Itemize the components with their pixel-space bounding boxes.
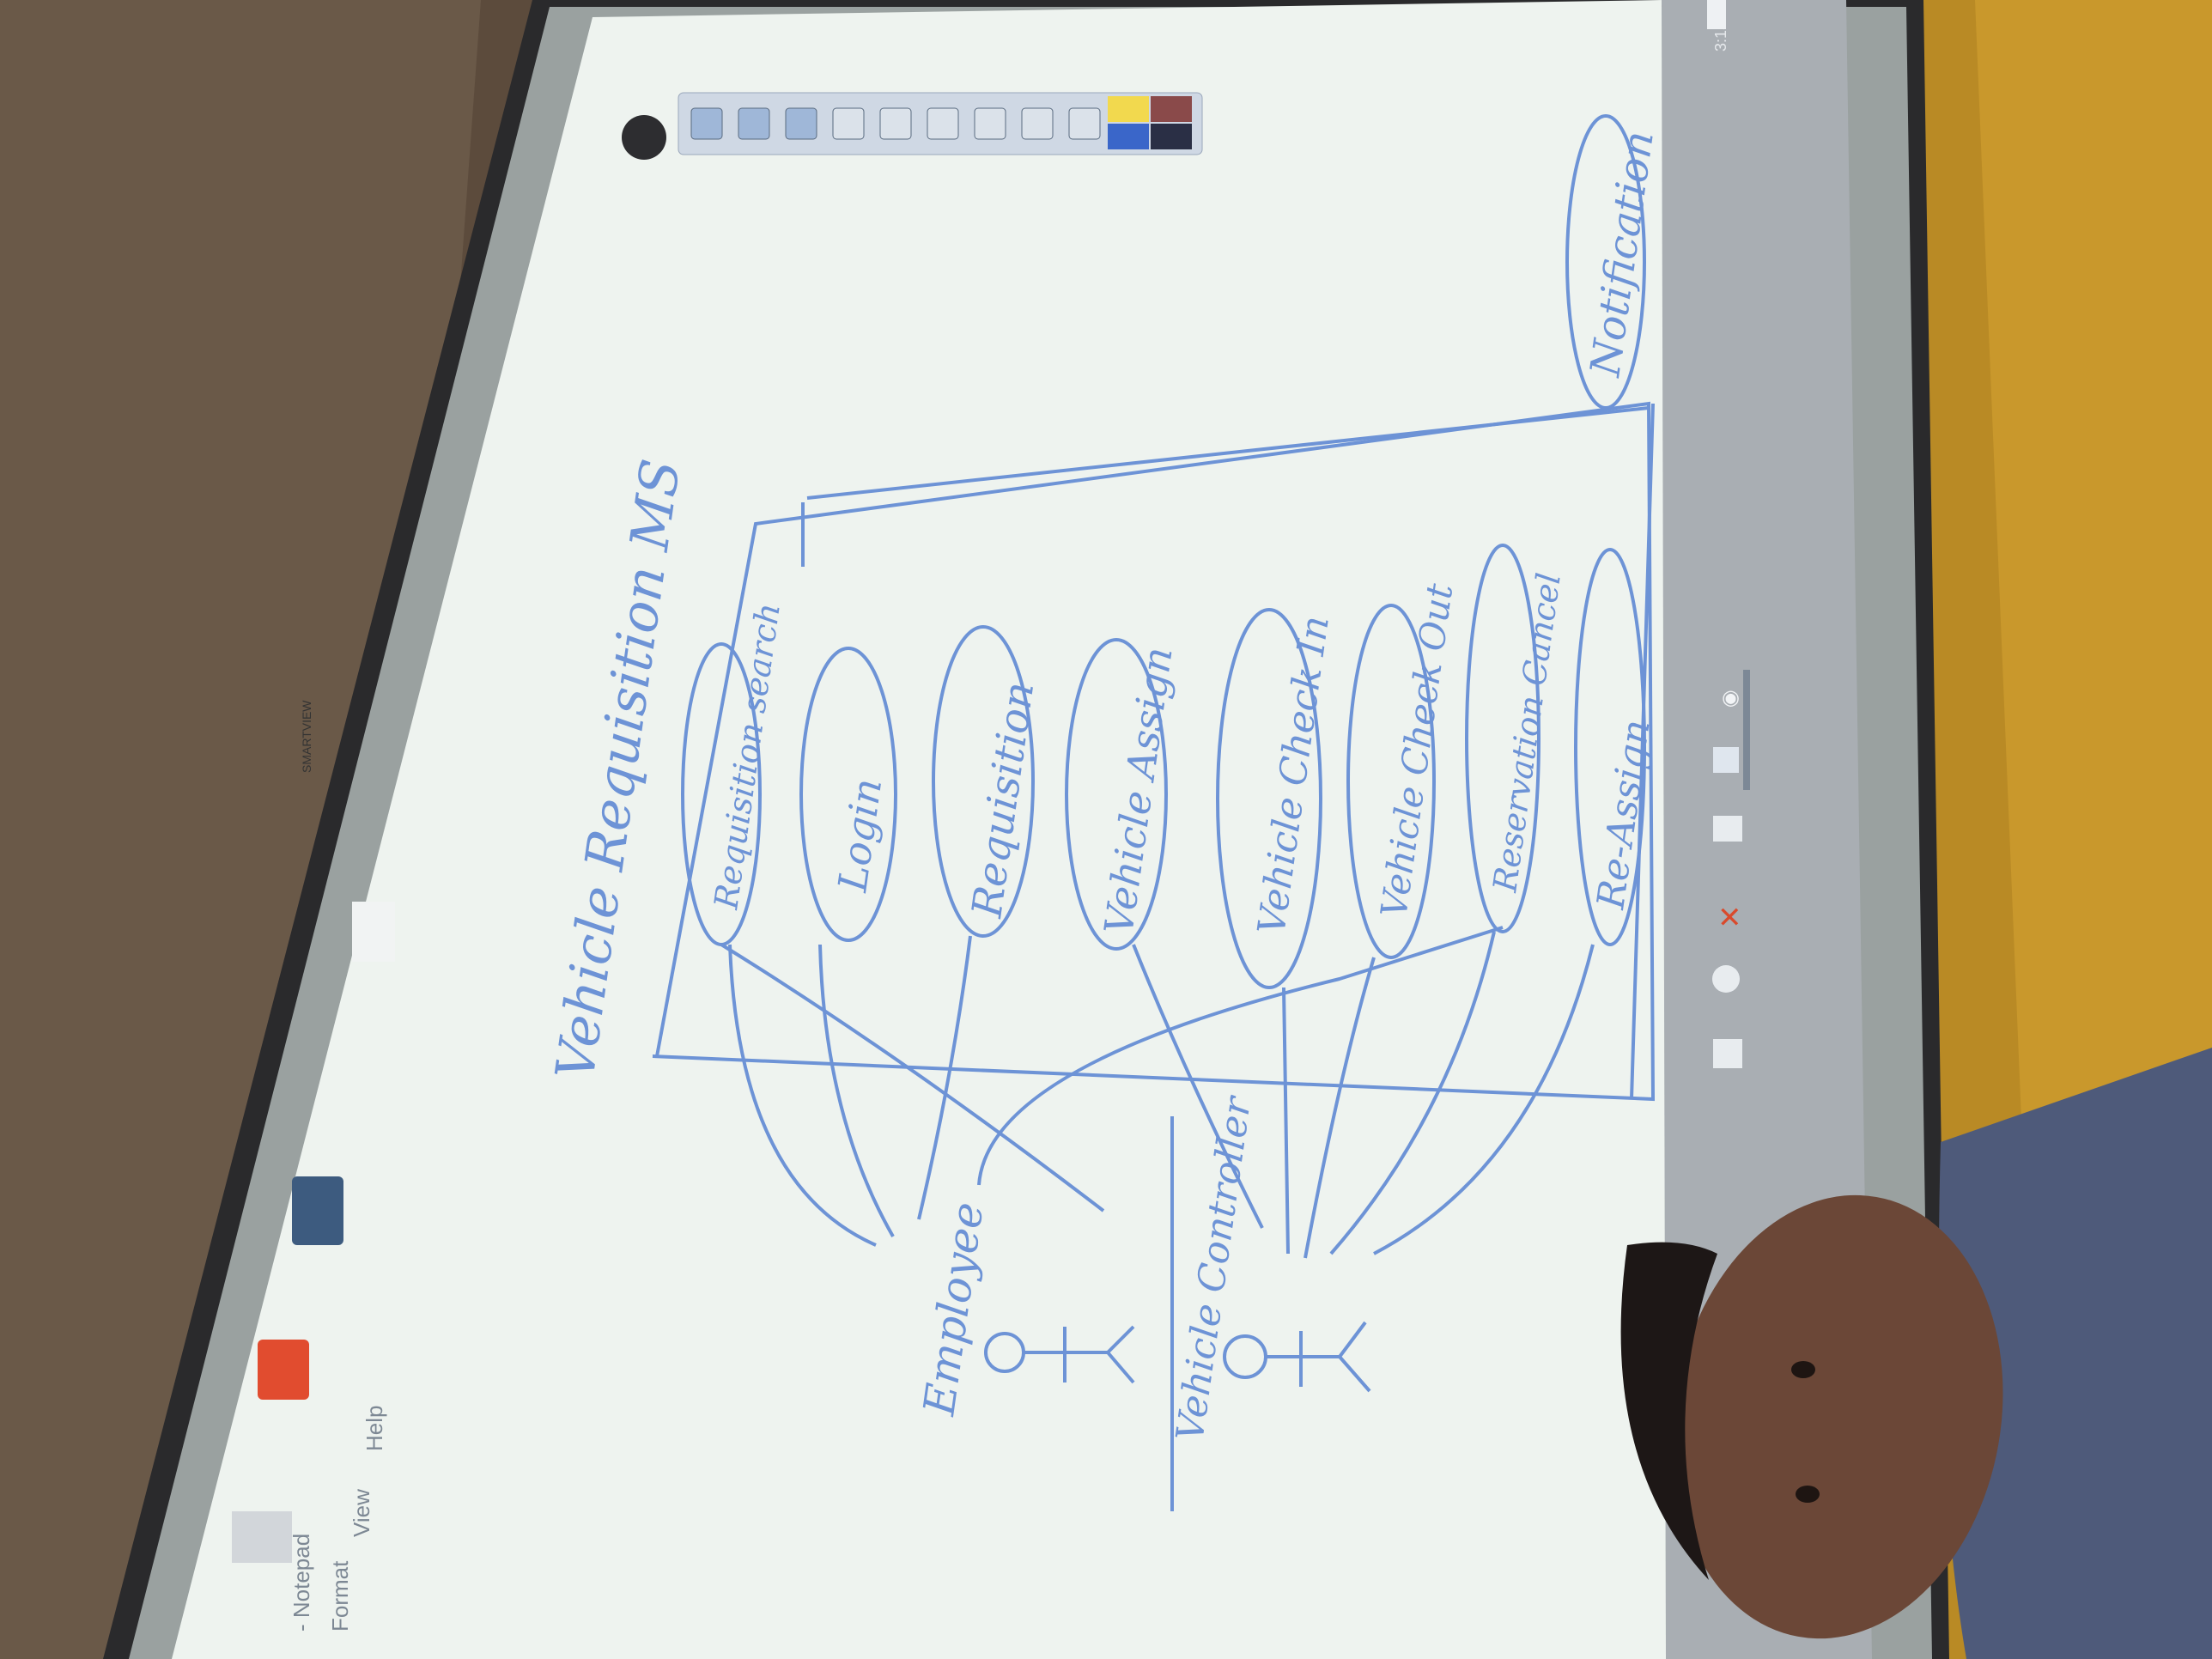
- usecase-login: [799, 647, 897, 942]
- usecase-re-assign: [1574, 548, 1646, 946]
- page-icon[interactable]: [974, 107, 1006, 140]
- assoc-employee-login: [818, 944, 895, 1237]
- usecase-notification: [1565, 114, 1646, 410]
- taskbar-globe-icon[interactable]: ◉: [1722, 685, 1740, 709]
- notepad-menubar: - Notepad Format View Help: [289, 1406, 387, 1632]
- assoc-employee-cancel: [977, 926, 1504, 1186]
- usecase-vehicle-check-in: [1216, 608, 1322, 989]
- usecase-vehicle-assign: [1065, 638, 1168, 951]
- menu-help[interactable]: Help: [362, 1406, 387, 1451]
- toolbar-logo-icon: [622, 115, 666, 160]
- window-title: - Notepad: [289, 1534, 314, 1632]
- usecase-vehicle-check-out: [1346, 604, 1436, 959]
- person-shirt: [1939, 1048, 2212, 1659]
- usecase-reservation-cancel: [1465, 544, 1540, 933]
- palette-swatch[interactable]: [1108, 96, 1149, 122]
- arrow-icon[interactable]: [738, 107, 770, 140]
- actor-vehicle-controller: [1170, 1116, 1371, 1511]
- assoc-controller-search: [720, 943, 1105, 1212]
- taskbar-app-icon[interactable]: [1713, 747, 1739, 773]
- desktop-file-icon[interactable]: [352, 902, 395, 962]
- pen-icon[interactable]: [785, 107, 817, 140]
- assoc-employee-search: [728, 944, 877, 1247]
- palette-swatch[interactable]: [1151, 124, 1192, 149]
- assoc-controller-checkout: [1304, 957, 1376, 1259]
- palette-swatch[interactable]: [1108, 124, 1149, 149]
- assoc-controller-assign: [1132, 944, 1264, 1229]
- boundary-top-stroke: [801, 406, 1650, 567]
- person-face: [1672, 1194, 2003, 1639]
- assoc-notification: [1630, 403, 1655, 1100]
- assoc-controller-cancel: [1329, 931, 1496, 1255]
- actor-employee: [984, 1325, 1135, 1384]
- dot-icon[interactable]: [879, 107, 912, 140]
- capture-icon[interactable]: [1021, 107, 1054, 140]
- desktop-app-icon[interactable]: [292, 1176, 343, 1245]
- assoc-employee-requisition: [917, 935, 972, 1220]
- desktop-folder-icon[interactable]: [232, 1511, 292, 1563]
- menu-view[interactable]: View: [349, 1489, 374, 1537]
- taskbar-icons: ✕ ◉ 3:15 PM: [1707, 0, 1750, 1068]
- taskbar-notification-icon[interactable]: [1707, 0, 1726, 29]
- taskbar-file-icon[interactable]: [1713, 1039, 1742, 1068]
- desktop-avast-icon[interactable]: [258, 1340, 309, 1400]
- monitor-brand: SMARTVIEW: [300, 700, 313, 773]
- taskbar-close-icon[interactable]: ✕: [1717, 901, 1742, 935]
- taskbar-photos-icon[interactable]: [1713, 816, 1742, 842]
- person-eye-left: [1791, 1361, 1815, 1378]
- person-eye-right: [1796, 1486, 1820, 1503]
- presenter-person: [1620, 1048, 2212, 1659]
- person-hair: [1620, 1242, 1717, 1580]
- menu-icon[interactable]: [1068, 107, 1101, 140]
- pen-toolbar: [622, 92, 1203, 160]
- menu-format[interactable]: Format: [327, 1560, 353, 1632]
- eraser-icon[interactable]: [832, 107, 865, 140]
- undo-icon[interactable]: [927, 107, 959, 140]
- palette-swatch[interactable]: [1151, 96, 1192, 122]
- whiteboard-screen: [172, 0, 1666, 1659]
- assoc-controller-reassign: [1373, 944, 1595, 1255]
- taskbar-active-indicator: [1743, 670, 1750, 790]
- use-case-diagram: [652, 114, 1656, 1511]
- system-boundary: [652, 401, 1656, 1102]
- usecase-requisition: [932, 625, 1035, 938]
- taskbar-search-icon[interactable]: [1712, 965, 1740, 993]
- assoc-controller-checkin: [1282, 987, 1290, 1255]
- visibility-icon[interactable]: [690, 107, 723, 140]
